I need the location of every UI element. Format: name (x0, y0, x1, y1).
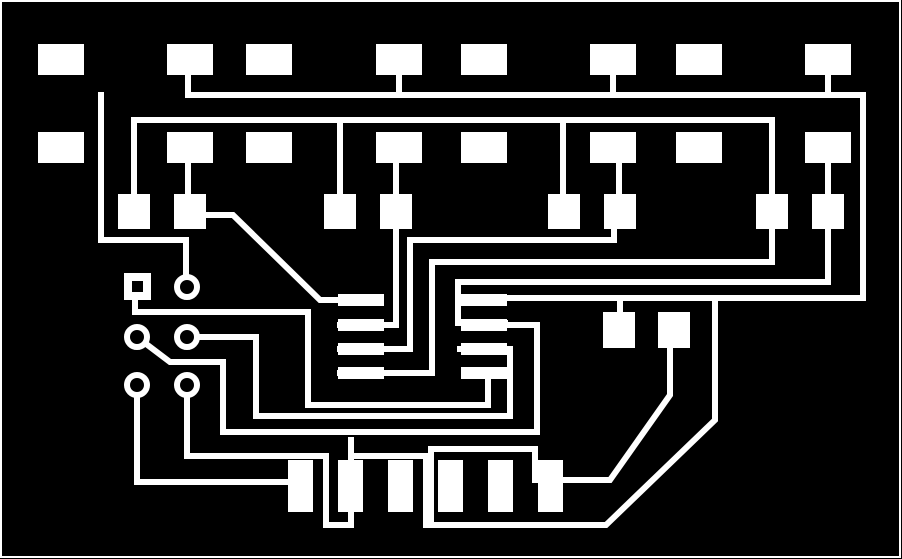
pad-top-7 (676, 44, 722, 75)
smd-pad-1 (118, 194, 150, 229)
conn-pad-6 (538, 460, 563, 512)
ic-soic (338, 294, 507, 379)
trace-conn5-to-bus (450, 297, 718, 528)
pad-row-top (38, 44, 851, 75)
smd-pads (118, 194, 844, 229)
pad-second-2 (167, 132, 213, 163)
pad-second-5 (461, 132, 507, 163)
ic-pin-1 (338, 294, 384, 306)
header-pin-3 (124, 324, 150, 350)
pad-top-4 (376, 44, 422, 75)
ic-pin-5 (461, 367, 507, 379)
trace-hdr1-to-ic (132, 284, 491, 408)
trace-hdr5-to-conn (134, 382, 303, 485)
trace-smd6-to-ic (337, 209, 617, 352)
header-pin-4 (174, 324, 200, 350)
header-pins (124, 273, 200, 398)
smd-pad-5 (548, 194, 580, 229)
trace-conn4-to-cap (428, 327, 673, 528)
pad-top-8 (805, 44, 851, 75)
header-pin-5 (124, 372, 150, 398)
trace-left-bus (98, 92, 189, 293)
conn-pad-2 (338, 460, 363, 512)
cap-pad-2 (658, 312, 690, 348)
smd-pad-3 (324, 194, 356, 229)
pad-row-second (38, 132, 851, 163)
pad-top-6 (590, 44, 636, 75)
header-pin-6 (174, 372, 200, 398)
smd-pad-6 (604, 194, 636, 229)
conn-pad-5 (488, 460, 513, 512)
pad-second-6 (590, 132, 636, 163)
trace-hdr3-to-ic (132, 322, 540, 435)
pad-second-4 (376, 132, 422, 163)
header-pin-1-hole (132, 281, 143, 292)
smd-pad-2 (174, 194, 206, 229)
ic-pin-4 (338, 367, 384, 379)
pad-top-1 (38, 44, 84, 75)
trace-mid-bus (131, 117, 775, 376)
cap-pad-1 (603, 312, 635, 348)
trace-top-bus (185, 72, 866, 301)
ic-pin-6 (461, 343, 507, 355)
header-pin-2 (174, 274, 200, 300)
ic-pin-8 (461, 294, 507, 306)
smd-pad-4 (380, 194, 412, 229)
ic-pin-7 (461, 319, 507, 331)
pad-second-1 (38, 132, 84, 163)
pad-second-3 (246, 132, 292, 163)
trace-smd2-to-ic (189, 212, 343, 303)
ic-pin-2 (338, 319, 384, 331)
conn-pad-4 (438, 460, 463, 512)
smd-pad-7 (756, 194, 788, 229)
capacitor-pads (603, 312, 690, 348)
pad-second-8 (805, 132, 851, 163)
conn-pad-3 (388, 460, 413, 512)
pad-second-7 (676, 132, 722, 163)
pad-top-2 (167, 44, 213, 75)
ic-pin-3 (338, 343, 384, 355)
connector-pads (288, 460, 563, 512)
pad-top-3 (246, 44, 292, 75)
smd-pad-8 (812, 194, 844, 229)
conn-pad-1 (288, 460, 313, 512)
pad-top-5 (461, 44, 507, 75)
